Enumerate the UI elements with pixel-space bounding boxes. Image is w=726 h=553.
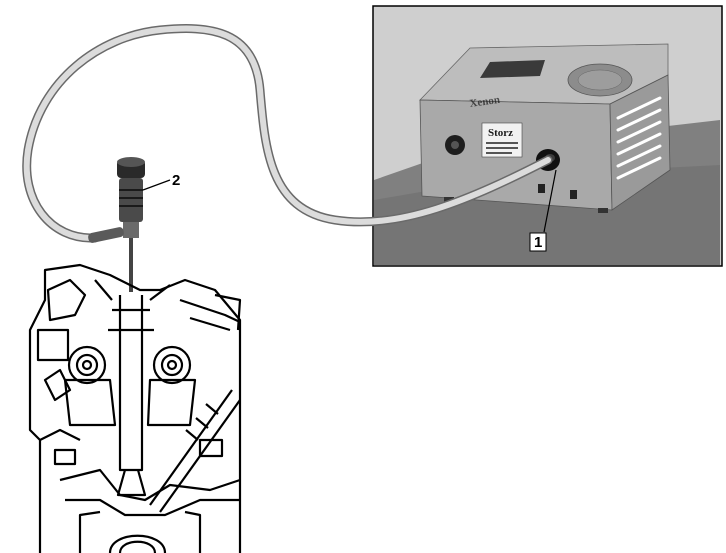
callout-2-label: 2 [172,172,180,189]
brand-label-plate [481,122,523,158]
device-model-text: Xenon [469,94,501,110]
callout-2: 2 [142,172,180,191]
switch-left [538,184,545,193]
light-source-photo-inset: Xenon Storz [372,5,723,267]
engine-cross-section [28,263,242,553]
device-brand: Storz [488,127,513,139]
callout-1: 1 [529,169,557,252]
light-guide-hose [22,24,553,243]
endoscope [88,157,145,292]
endoscope-probe [129,238,133,292]
vent-slots [616,96,662,180]
endoscope-light-post [88,227,124,243]
switch-right [570,190,577,199]
endoscope-body [119,178,143,222]
callout-1-box [529,232,547,252]
callout-1-label: 1 [534,234,542,251]
